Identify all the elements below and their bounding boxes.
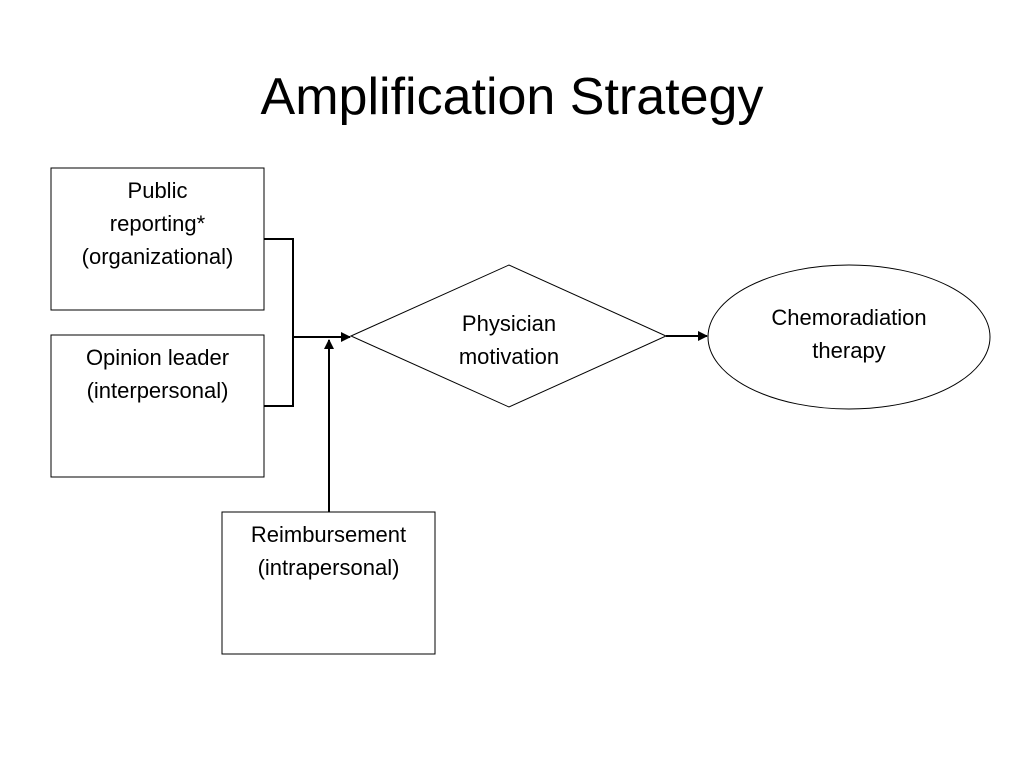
public-reporting-line-1: Public — [127, 178, 188, 203]
chemoradiation-therapy-line-2: therapy — [812, 338, 886, 363]
opinion-leader-box — [50, 334, 265, 478]
chemoradiation-therapy-line-1: Chemoradiation — [771, 305, 927, 330]
opinion-leader-line-1: Opinion leader — [85, 345, 230, 370]
public-reporting-box — [50, 167, 265, 311]
physician-motivation-label: Physician motivation — [409, 307, 609, 373]
public-reporting-line-2: reporting* — [109, 211, 206, 236]
opinion-leader-label: Opinion leader (interpersonal) — [51, 341, 264, 407]
public-reporting-connector — [264, 238, 294, 337]
reimbursement-line-2: (intrapersonal) — [257, 555, 400, 580]
opinion-leader-connector — [264, 337, 294, 407]
reimbursement-line-1: Reimbursement — [250, 522, 407, 547]
reimbursement-label: Reimbursement (intrapersonal) — [222, 518, 435, 584]
opinion-leader-line-2: (interpersonal) — [86, 378, 229, 403]
physician-motivation-line-1: Physician — [461, 311, 557, 336]
public-reporting-line-3: (organizational) — [81, 244, 234, 269]
chemoradiation-therapy-ellipse — [707, 264, 991, 410]
chemoradiation-therapy-label: Chemoradiation therapy — [729, 301, 969, 367]
physician-motivation-line-2: motivation — [458, 344, 560, 369]
reimbursement-box — [221, 511, 436, 655]
slide-title: Amplification Strategy — [260, 68, 764, 126]
public-reporting-label: Public reporting* (organizational) — [51, 174, 264, 273]
